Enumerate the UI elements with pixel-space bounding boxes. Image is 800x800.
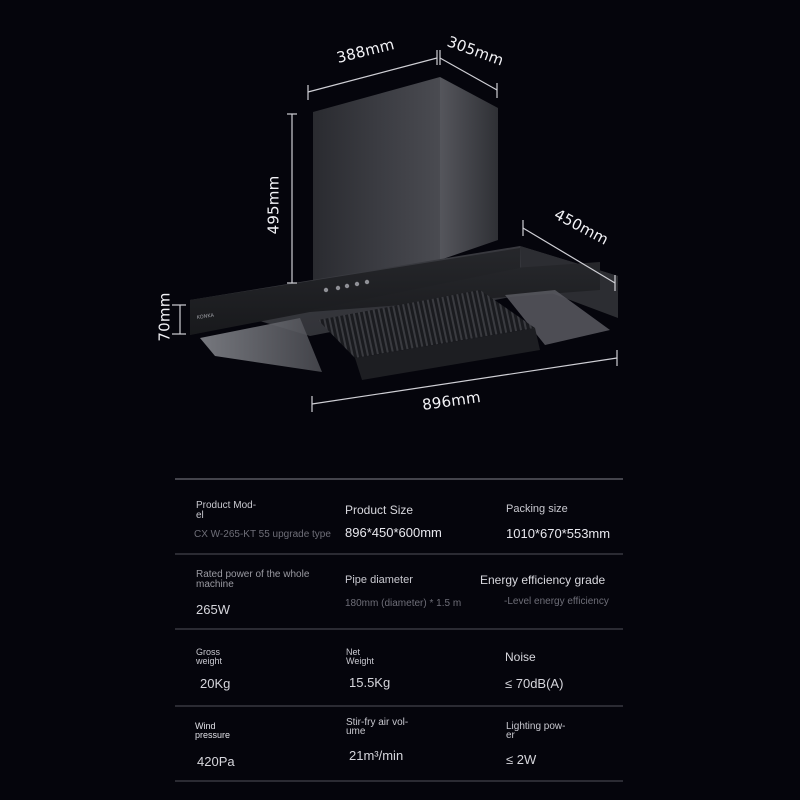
- divider: [175, 705, 623, 707]
- spec-label: Gross weight: [196, 647, 223, 666]
- spec-label: Lighting pow- er: [506, 721, 566, 741]
- spec-value: 180mm (diameter) * 1.5 m: [345, 598, 462, 609]
- dimension-lines: [172, 50, 618, 412]
- control-panel: [323, 279, 370, 293]
- spec-stir-fry-air-volume: Stir-fry air vol- ume 21m³/min: [346, 717, 409, 764]
- divider: [175, 478, 623, 480]
- dimension-panel-height: 70mm: [155, 292, 174, 342]
- spec-label: Net Weight: [346, 647, 374, 666]
- spec-label: Product Mod- el: [196, 500, 257, 521]
- spec-label: Stir-fry air vol- ume: [346, 717, 409, 737]
- spec-product-model: Product Mod- el CX W-265-KT 55 upgrade t…: [194, 500, 331, 541]
- spec-pipe-diameter: Pipe diameter 180mm (diameter) * 1.5 m: [345, 574, 462, 610]
- spec-net-weight: Net Weight 15.5Kg: [346, 647, 391, 691]
- spec-label: Wind pressure: [195, 721, 231, 740]
- spec-noise: Noise ≤ 70dB(A): [505, 650, 564, 692]
- spec-wind-pressure: Wind pressure 420Pa: [195, 721, 235, 770]
- spec-value: ≤ 70dB(A): [505, 676, 564, 691]
- spec-lighting-power: Lighting pow- er ≤ 2W: [506, 721, 566, 768]
- spec-value: ≤ 2W: [506, 752, 537, 767]
- divider: [175, 628, 623, 630]
- spec-value: 265W: [196, 602, 230, 617]
- chimney: [313, 77, 498, 282]
- spec-value: 1010*670*553mm: [506, 526, 611, 541]
- product-diagram: KONKA: [155, 32, 618, 414]
- range-hood-illustration: KONKA: [172, 50, 618, 412]
- spec-value: -Level energy efficiency: [504, 596, 609, 607]
- brand-logo: KONKA: [196, 313, 215, 321]
- spec-product-size: Product Size 896*450*600mm: [345, 503, 442, 541]
- spec-label: Energy efficiency grade: [480, 573, 606, 587]
- spec-rated-power: Rated power of the whole machine 265W: [196, 569, 310, 618]
- spec-energy-efficiency: Energy efficiency grade -Level energy ef…: [480, 573, 609, 608]
- spec-value: 15.5Kg: [349, 675, 391, 690]
- spec-value: 21m³/min: [349, 748, 404, 763]
- hood-body: KONKA: [190, 246, 618, 380]
- dimension-chimney-height: 495mm: [264, 175, 283, 235]
- spec-value: 420Pa: [197, 754, 235, 769]
- spec-value: 896*450*600mm: [345, 525, 442, 540]
- spec-gross-weight: Gross weight 20Kg: [196, 647, 231, 692]
- divider: [175, 780, 623, 782]
- spec-value: CX W-265-KT 55 upgrade type: [194, 529, 331, 540]
- spec-label: Rated power of the whole machine: [196, 569, 310, 590]
- spec-label: Product Size: [345, 503, 414, 517]
- spec-label: Packing size: [506, 503, 568, 515]
- spec-packing-size: Packing size 1010*670*553mm: [506, 503, 611, 542]
- divider: [175, 553, 623, 555]
- spec-label: Pipe diameter: [345, 574, 413, 586]
- spec-value: 20Kg: [200, 676, 231, 691]
- spec-label: Noise: [505, 650, 536, 664]
